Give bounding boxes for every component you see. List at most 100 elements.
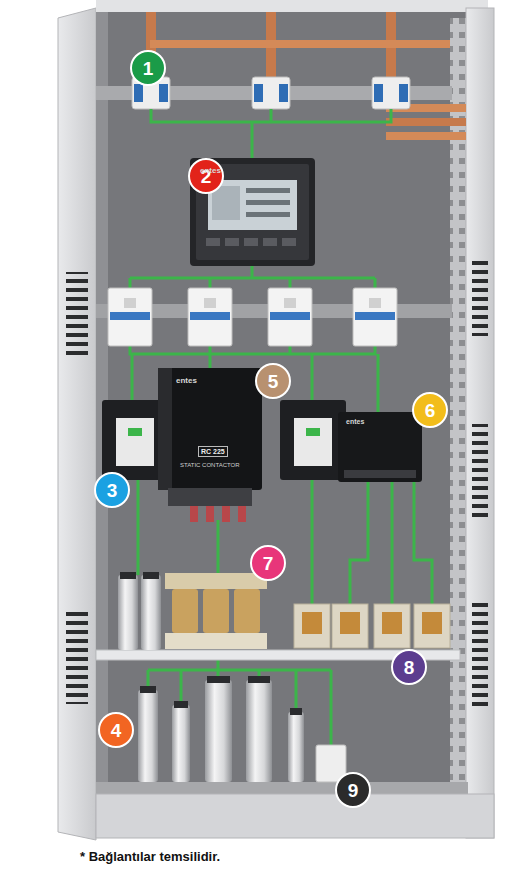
power-factor-controller	[246, 212, 290, 217]
current-transformer	[399, 84, 408, 102]
capacitor	[120, 572, 136, 579]
circuit-breaker	[270, 312, 310, 320]
static-contactor	[168, 488, 252, 506]
static-contactor	[158, 368, 262, 490]
current-transformer	[252, 77, 290, 109]
callout-number: 2	[188, 158, 224, 194]
shunt-reactor	[382, 612, 402, 634]
callout-number: 7	[250, 545, 286, 581]
control-wire	[151, 109, 391, 158]
callout-text: 1	[143, 59, 154, 78]
shunt-reactor	[340, 612, 360, 634]
circuit-breaker	[268, 288, 312, 346]
callout-text: 6	[425, 401, 436, 420]
cabinet	[58, 8, 96, 840]
callout-text: 4	[111, 721, 122, 740]
capacitor	[246, 680, 272, 782]
power-factor-controller	[190, 158, 315, 266]
device-label: entes	[200, 167, 221, 175]
callout-number: 8	[391, 649, 427, 685]
power-factor-controller	[246, 200, 290, 205]
shunt-reactor	[302, 612, 322, 634]
current-transformer	[159, 84, 168, 102]
static-contactor	[190, 506, 198, 522]
capacitor	[140, 686, 156, 693]
device-label: entes	[176, 377, 197, 385]
circuit-breaker	[369, 298, 381, 308]
device-label: STATIC CONTACTOR	[180, 462, 240, 468]
current-transformer	[372, 77, 410, 109]
harmonic-reactor	[234, 589, 260, 633]
circuit-breaker	[108, 288, 152, 346]
shunt-reactor	[332, 604, 368, 648]
circuit-breaker	[353, 288, 397, 346]
capacitor-contactor	[306, 428, 320, 436]
harmonic-reactor	[165, 573, 267, 589]
power-factor-controller	[225, 238, 239, 246]
harmonic-reactor	[165, 633, 267, 649]
thyristor-module	[338, 412, 422, 482]
shunt-reactor	[422, 612, 442, 634]
power-factor-controller	[190, 158, 315, 266]
capacitor	[118, 572, 304, 782]
circuit-breaker	[355, 312, 395, 320]
circuit-breaker	[284, 298, 296, 308]
vent-slots	[66, 610, 88, 704]
harmonic-reactor	[165, 573, 267, 649]
static-contactor	[222, 506, 230, 522]
circuit-breaker	[188, 288, 232, 346]
current-transformer	[254, 84, 263, 102]
capacitor-contactor	[280, 400, 346, 480]
static-contactor	[238, 506, 246, 522]
harmonic-reactor	[172, 589, 198, 633]
circuit-breaker	[190, 312, 230, 320]
current-transformer	[374, 84, 383, 102]
circuit-breaker	[204, 298, 216, 308]
copper-busbar	[150, 40, 450, 48]
capacitor	[141, 575, 161, 650]
current-transformer	[134, 84, 143, 102]
control-wire	[138, 480, 432, 604]
control-wire	[130, 266, 375, 290]
power-factor-controller	[208, 180, 297, 230]
cabinet	[96, 0, 488, 12]
capacitor-contactor	[294, 418, 332, 466]
din-rail	[96, 86, 452, 318]
capacitor	[172, 705, 190, 782]
circuit-breaker	[124, 298, 136, 308]
copper-busbar	[386, 132, 466, 140]
callout-number: 1	[130, 50, 166, 86]
capacitor	[288, 712, 304, 782]
cabinet	[466, 8, 494, 838]
capacitor	[207, 676, 230, 683]
capacitor-contactor	[116, 418, 154, 466]
shunt-reactor	[374, 604, 410, 648]
vent-slots	[66, 260, 488, 710]
power-factor-controller	[212, 186, 240, 220]
power-factor-controller	[246, 188, 290, 193]
capacitor	[290, 708, 302, 715]
vent-slots	[472, 424, 488, 518]
shunt-reactor	[294, 604, 330, 648]
circuit-breaker	[108, 288, 397, 346]
vent-slots	[66, 272, 88, 356]
vent-slots	[472, 260, 488, 336]
static-contactor	[158, 368, 262, 522]
power-factor-controller	[244, 238, 258, 246]
cabinet	[58, 0, 494, 840]
capacitor	[248, 676, 270, 683]
cabinet	[96, 12, 468, 792]
power-factor-controller	[282, 238, 296, 246]
current-transformer	[279, 84, 288, 102]
cabinet	[96, 782, 468, 794]
callout-number: 4	[98, 712, 134, 748]
vent-slots	[472, 598, 488, 710]
callout-number: 9	[335, 772, 371, 808]
power-factor-controller	[263, 238, 277, 246]
callout-number: 3	[94, 472, 130, 508]
device-label: entes	[346, 418, 364, 425]
capacitor	[174, 701, 188, 708]
